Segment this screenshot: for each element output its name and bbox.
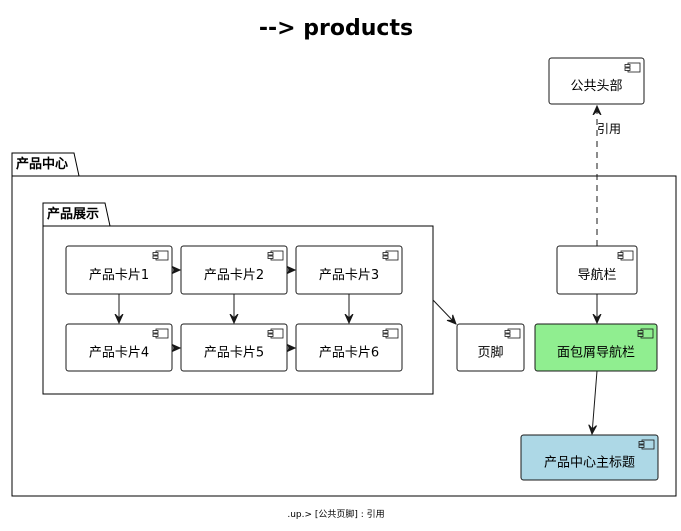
component-footer: 页脚 (456, 323, 525, 372)
component-card-3-label: 产品卡片3 (319, 268, 379, 283)
diagram-footnote: .up.> [公共页脚] : 引用 (287, 509, 384, 520)
component-public-header: 公共头部 (548, 57, 645, 105)
component-icon (617, 250, 634, 261)
component-icon (382, 250, 399, 261)
component-icon (152, 328, 169, 339)
component-card-2-box (180, 245, 288, 295)
edge-label-reference: 引用 (597, 122, 621, 136)
component-icon (267, 328, 284, 339)
edges: 引用 (119, 106, 621, 434)
component-breadcrumb-nav: 面包屑导航栏 (534, 323, 658, 372)
component-card-1-label: 产品卡片1 (89, 268, 149, 283)
component-icon (504, 328, 521, 339)
diagram-title: --> products (259, 16, 413, 41)
component-icon (638, 439, 655, 450)
component-public-header-box (548, 57, 645, 105)
component-icon (637, 328, 654, 339)
component-breadcrumb-nav-label: 面包屑导航栏 (557, 345, 635, 361)
component-card-3-box (295, 245, 403, 295)
component-navbar-label: 导航栏 (577, 267, 616, 283)
component-card-1-box (65, 245, 173, 295)
component-product-center-main-title-box (520, 434, 659, 481)
component-card-2: 产品卡片2 (180, 245, 288, 295)
edge-breadcrumb-main-title (592, 370, 598, 434)
component-navbar-box (556, 245, 638, 295)
component-product-center-main-title-label: 产品中心主标题 (544, 456, 635, 471)
component-card-6: 产品卡片6 (295, 323, 403, 372)
component-icon (267, 250, 284, 261)
component-card-1: 产品卡片1 (65, 245, 173, 295)
component-footer-label: 页脚 (477, 345, 503, 361)
component-icon (152, 250, 169, 261)
edge-display-footer (432, 299, 456, 324)
package-label-product-center: 产品中心 (16, 156, 68, 172)
component-card-5: 产品卡片5 (180, 323, 288, 372)
package-label-product-display: 产品展示 (47, 206, 99, 222)
component-card-5-label: 产品卡片5 (204, 346, 264, 361)
component-card-4-label: 产品卡片4 (89, 346, 149, 361)
component-card-6-label: 产品卡片6 (319, 346, 379, 361)
component-card-5-box (180, 323, 288, 372)
component-icon (382, 328, 399, 339)
component-card-3: 产品卡片3 (295, 245, 403, 295)
component-card-6-box (295, 323, 403, 372)
component-card-4-box (65, 323, 173, 372)
component-breadcrumb-nav-box (534, 323, 658, 372)
component-icon (624, 62, 641, 73)
component-product-center-main-title: 产品中心主标题 (520, 434, 659, 481)
component-card-4: 产品卡片4 (65, 323, 173, 372)
component-public-header-label: 公共头部 (570, 79, 622, 94)
component-card-2-label: 产品卡片2 (204, 268, 264, 283)
component-navbar: 导航栏 (556, 245, 638, 295)
